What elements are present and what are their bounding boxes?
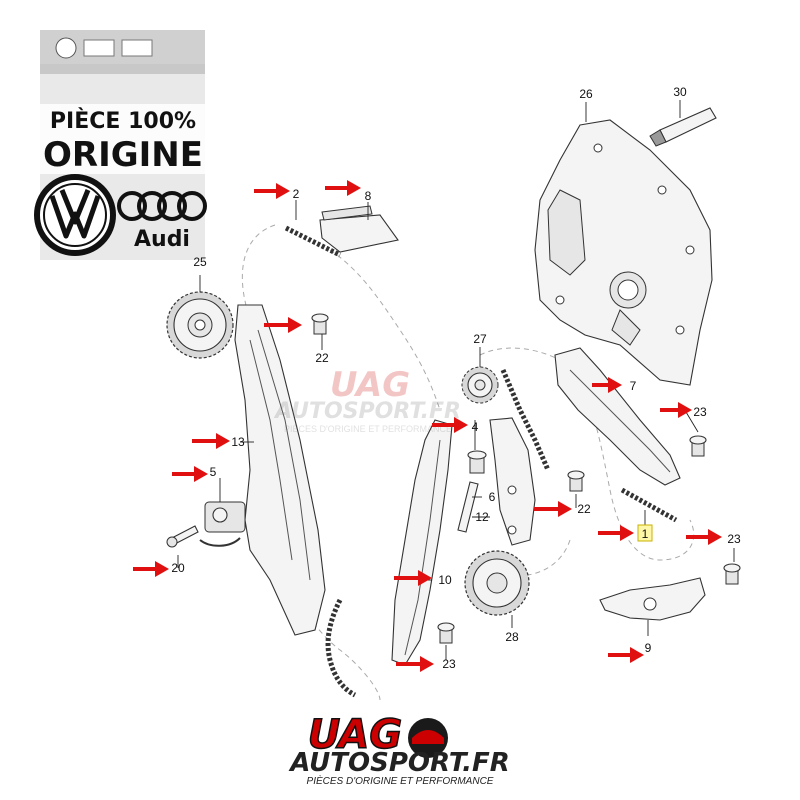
- arrow-to-23a: [396, 656, 434, 672]
- part-bolt-23c: [723, 563, 741, 585]
- skoda-box-icon: [121, 39, 153, 57]
- highlight-arrows: [133, 180, 722, 672]
- part-chain-tensioner: [199, 501, 246, 547]
- part-guide-rail-long: [234, 304, 326, 636]
- route-right: [479, 347, 695, 561]
- part-sprocket-small: [461, 366, 499, 404]
- part-bolt-22a: [311, 313, 329, 335]
- badge-line2: ORIGINE: [43, 135, 203, 175]
- vw-box-icon: [55, 37, 77, 59]
- arrow-to-22a: [264, 317, 302, 333]
- audi-rings-icon: [117, 191, 207, 221]
- arrow-to-20: [133, 561, 169, 577]
- part-sealant-tube: [649, 107, 717, 147]
- part-label-22a: 22: [315, 351, 329, 365]
- part-guide-rail-right: [554, 347, 681, 486]
- arrow-to-10: [394, 570, 432, 586]
- part-label-1: 1: [642, 527, 649, 541]
- audi-label: Audi: [134, 227, 190, 252]
- watermark-brand-bottom: AUTOSPORT.FR: [273, 399, 461, 424]
- part-label-5: 5: [210, 465, 217, 479]
- part-label-7: 7: [630, 379, 637, 393]
- arrow-to-23b: [660, 402, 692, 418]
- arrow-to-8: [325, 180, 361, 196]
- part-crank-sprocket: [464, 550, 530, 616]
- arrow-to-9: [608, 647, 644, 663]
- arrow-to-5: [172, 466, 208, 482]
- part-label-30: 30: [673, 85, 687, 99]
- part-bolt-20: [166, 525, 199, 548]
- arrow-to-2: [254, 183, 290, 199]
- part-sprocket-large: [166, 291, 234, 359]
- part-label-10: 10: [438, 573, 452, 587]
- arrow-to-7: [592, 377, 622, 393]
- arrow-to-1: [598, 525, 634, 541]
- part-label-23b: 23: [693, 405, 707, 419]
- part-label-23a: 23: [442, 657, 456, 671]
- part-pin-6: [457, 481, 479, 533]
- origine-badge: PIÈCE 100% ORIGINE Audi: [32, 30, 214, 260]
- part-bolt-22b: [567, 470, 585, 492]
- part-label-25: 25: [193, 255, 207, 269]
- part-label-8: 8: [365, 189, 372, 203]
- arrow-to-13: [192, 433, 230, 449]
- footer-brand-top: UAG: [308, 712, 402, 758]
- watermark: UAG AUTOSPORT.FR PIÈCES D'ORIGINE ET PER…: [273, 365, 461, 434]
- part-guide-lower: [599, 577, 706, 621]
- part-label-4: 4: [472, 420, 479, 434]
- part-label-1-highlight: [637, 524, 653, 542]
- arrow-to-23c: [686, 529, 722, 545]
- part-bolt-23b: [689, 435, 707, 457]
- helmet-visor: [412, 730, 444, 744]
- part-label-26: 26: [579, 87, 593, 101]
- footer-logo: UAG AUTOSPORT.FR PIÈCES D'ORIGINE ET PER…: [288, 711, 510, 787]
- vw-logo-icon: [34, 174, 116, 256]
- part-label-23c: 23: [727, 532, 741, 546]
- part-label-27: 27: [473, 332, 487, 346]
- footer-brand-bottom: AUTOSPORT.FR: [288, 748, 510, 778]
- part-tensioner-slide: [319, 205, 399, 253]
- badge-line1: PIÈCE 100%: [50, 108, 196, 134]
- part-labels: 1 2 4 5 6 7 8 9 10 12 13 20 22 22 23 23 …: [171, 85, 741, 671]
- part-label-13: 13: [231, 435, 245, 449]
- part-chain-right: [500, 369, 551, 471]
- watermark-brand-top: UAG: [330, 365, 410, 405]
- box-stripe: [40, 64, 205, 74]
- part-label-2: 2: [293, 187, 300, 201]
- part-label-6: 6: [489, 490, 496, 504]
- part-label-28: 28: [505, 630, 519, 644]
- route-upper: [329, 249, 441, 411]
- footer-tagline: PIÈCES D'ORIGINE ET PERFORMANCE: [307, 774, 494, 787]
- arrow-to-22b: [534, 501, 572, 517]
- part-bolt-23a: [437, 622, 455, 644]
- seat-box-icon: [83, 39, 115, 57]
- part-label-20: 20: [171, 561, 185, 575]
- arrow-to-4: [432, 417, 468, 433]
- part-chain-main: [620, 487, 678, 523]
- part-label-9: 9: [645, 641, 652, 655]
- part-bolt-4: [467, 450, 487, 474]
- part-guide-curved: [489, 417, 536, 546]
- badge-text-bg: [32, 104, 214, 174]
- part-chain-short: [284, 225, 342, 258]
- part-label-12: 12: [475, 510, 489, 524]
- part-timing-cover: [534, 119, 713, 386]
- watermark-tagline: PIÈCES D'ORIGINE ET PERFORMANCE: [284, 424, 452, 434]
- part-chain-lower-left: [325, 598, 357, 698]
- part-label-22b: 22: [577, 502, 591, 516]
